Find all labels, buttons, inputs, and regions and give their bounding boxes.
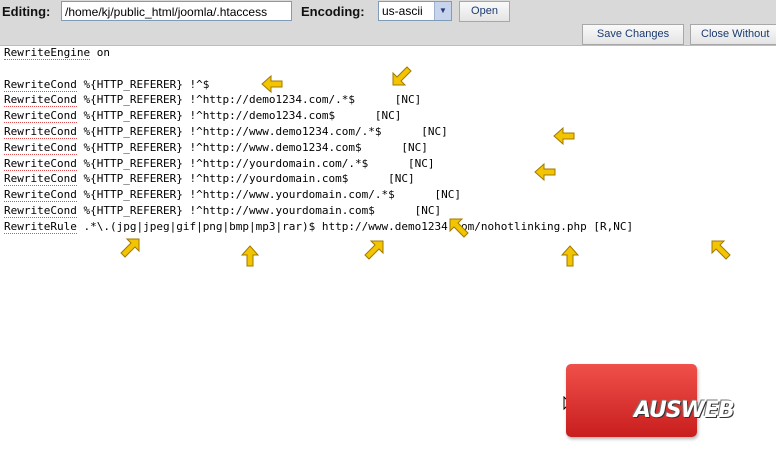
up-left-arrow-icon <box>449 218 469 238</box>
ausweb-logo-text: AUSWEB <box>634 398 735 423</box>
code-line: RewriteCond %{HTTP_REFERER} !^http://dem… <box>4 93 422 108</box>
code-line: RewriteCond %{HTTP_REFERER} !^http://www… <box>4 203 442 218</box>
left-arrow-icon <box>261 74 283 94</box>
code-line: RewriteCond %{HTTP_REFERER} !^http://www… <box>4 124 448 139</box>
code-line: RewriteCond %{HTTP_REFERER} !^http://www… <box>4 140 428 155</box>
up-arrow-icon <box>240 245 260 267</box>
code-line: RewriteRule .*\.(jpg|jpeg|gif|png|bmp|mp… <box>4 219 634 234</box>
code-line: RewriteEngine on <box>4 46 110 60</box>
ausweb-logo <box>566 364 697 437</box>
left-arrow-icon <box>534 162 556 182</box>
open-button[interactable]: Open <box>459 1 510 22</box>
save-changes-button[interactable]: Save Changes <box>582 24 684 45</box>
file-path-input[interactable]: /home/kj/public_html/joomla/.htaccess <box>61 1 292 21</box>
close-without-saving-button[interactable]: Close Without <box>690 24 776 45</box>
editing-label: Editing: <box>2 4 51 19</box>
down-left-arrow-icon <box>392 66 412 86</box>
chevron-down-icon[interactable]: ▼ <box>434 2 451 20</box>
code-line <box>4 61 633 77</box>
up-arrow-icon <box>560 245 580 267</box>
editor-toolbar: Editing: /home/kj/public_html/joomla/.ht… <box>0 0 776 46</box>
up-right-arrow-icon <box>120 238 140 258</box>
code-line: RewriteCond %{HTTP_REFERER} !^http://www… <box>4 188 461 203</box>
encoding-label: Encoding: <box>301 4 365 19</box>
up-left-arrow-icon <box>711 240 731 260</box>
encoding-value: us-ascii <box>382 4 423 18</box>
code-line: RewriteCond %{HTTP_REFERER} !^http://dem… <box>4 109 402 124</box>
code-line: RewriteCond %{HTTP_REFERER} !^http://you… <box>4 172 415 187</box>
left-arrow-icon <box>553 126 575 146</box>
encoding-select[interactable]: us-ascii ▼ <box>378 1 452 21</box>
code-line: RewriteCond %{HTTP_REFERER} !^$ <box>4 77 210 92</box>
htaccess-editor[interactable]: RewriteEngine on RewriteCond %{HTTP_REFE… <box>4 45 633 235</box>
up-right-arrow-icon <box>364 240 384 260</box>
code-line: RewriteCond %{HTTP_REFERER} !^http://you… <box>4 156 435 171</box>
